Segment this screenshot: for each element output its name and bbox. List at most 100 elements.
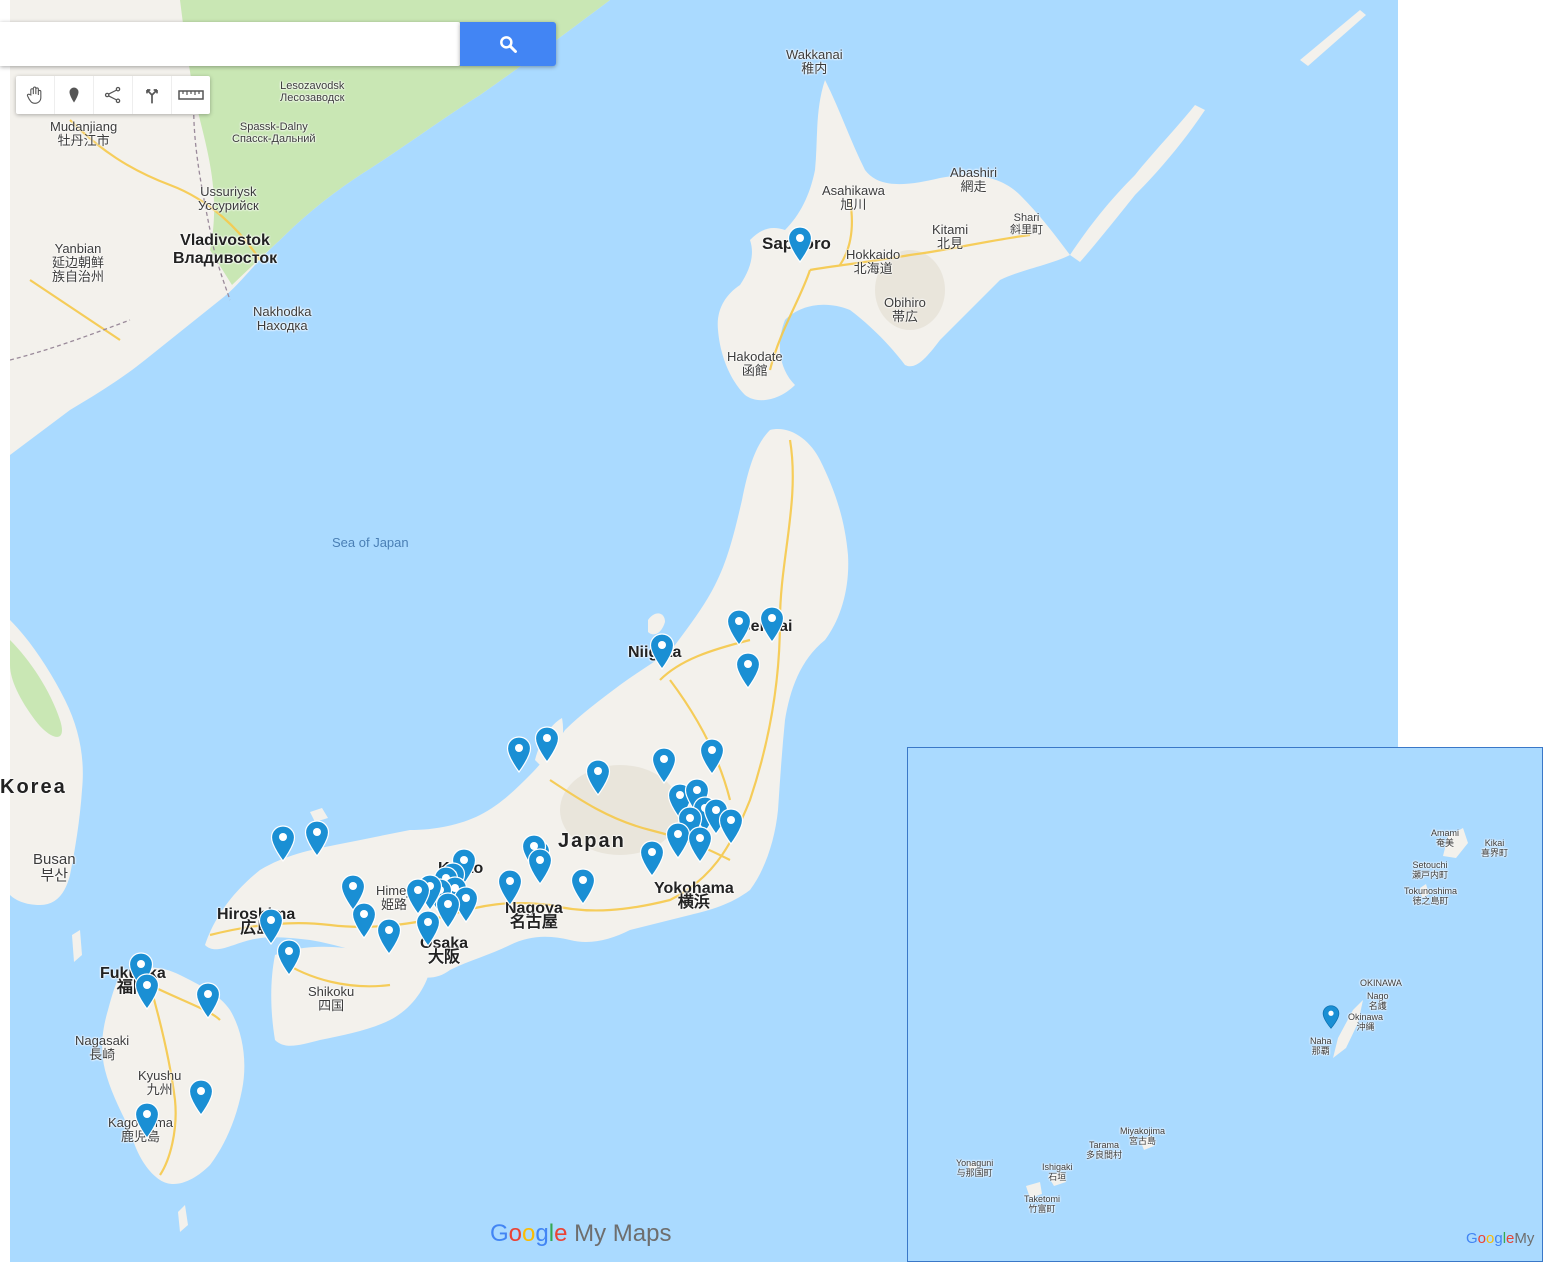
map-pin[interactable]: [276, 939, 302, 976]
map-pin[interactable]: [405, 878, 431, 915]
map-pin[interactable]: [718, 808, 744, 845]
label-kyushu: Kyushu 九州: [138, 1068, 182, 1097]
label-naha: Naha 那覇: [1310, 1036, 1332, 1056]
tool-line[interactable]: [94, 76, 133, 114]
search-box[interactable]: [0, 22, 460, 66]
label-nago: Nago 名護: [1367, 991, 1389, 1011]
map-pin[interactable]: [699, 738, 725, 775]
map-pin[interactable]: [351, 902, 377, 939]
land-kyushu: [102, 967, 245, 1185]
label-yonaguni: Yonaguni 与那国町: [956, 1158, 994, 1178]
search-input[interactable]: [10, 24, 454, 66]
label-spassk: Spassk-Dalny Спасск-Дальний: [232, 121, 316, 145]
map-pin[interactable]: [195, 982, 221, 1019]
inset-logo: GoogleMy: [1466, 1230, 1535, 1247]
land-tokunoshima: [1420, 884, 1429, 898]
map-pin[interactable]: [527, 848, 553, 885]
label-kitami: Kitami 北見: [932, 222, 969, 251]
label-yanbian: Yanbian 延边朝鲜 族自治州: [52, 241, 105, 284]
inset-pin[interactable]: [1322, 1005, 1340, 1029]
label-taketomi: Taketomi 竹富町: [1024, 1194, 1061, 1214]
land-green-korea: [10, 640, 62, 737]
land-shikoku: [271, 946, 430, 1046]
map-pin[interactable]: [188, 1079, 214, 1116]
label-lesozavodsk: Lesozavodsk Лесозаводск: [280, 80, 345, 104]
label-ishigaki: Ishigaki 石垣: [1042, 1162, 1073, 1182]
directions-icon: [146, 89, 158, 104]
google-my-maps-logo: Google My Maps: [490, 1220, 671, 1248]
label-obihiro: Obihiro 帯広: [884, 295, 926, 324]
map-pin[interactable]: [270, 825, 296, 862]
label-kikai: Kikai 喜界町: [1481, 838, 1509, 858]
mountains-hokkaido: [875, 250, 945, 330]
map-pin[interactable]: [651, 747, 677, 784]
tool-pan[interactable]: [16, 76, 55, 114]
map-pin[interactable]: [435, 892, 461, 929]
inset-land-layer: [968, 828, 1468, 1198]
borders: [10, 79, 231, 361]
label-setouchi: Setouchi 瀬戸内町: [1412, 860, 1449, 880]
map-pin[interactable]: [453, 886, 479, 923]
land-iriomote: [1026, 1182, 1042, 1198]
search-icon: [500, 36, 517, 53]
label-nagoya: Nagoya 名古屋: [505, 900, 563, 931]
tool-marker[interactable]: [55, 76, 94, 114]
label-amami: Amami 奄美: [1431, 828, 1460, 848]
map-pin[interactable]: [497, 869, 523, 906]
google-wordmark: Google: [490, 1220, 568, 1247]
map-pin[interactable]: [415, 910, 441, 947]
label-yokohama: Yokohama 横浜: [654, 880, 734, 911]
land-tanegashima: [178, 1205, 188, 1232]
mountains-central: [560, 765, 680, 855]
label-vladivostok: Vladivostok Владивосток: [173, 232, 278, 267]
label-shari: Shari 斜里町: [1010, 212, 1043, 236]
map-pin[interactable]: [134, 1102, 160, 1139]
label-ussuriysk: Ussuriysk Уссурийск: [198, 184, 259, 213]
label-asahikawa: Asahikawa 旭川: [822, 183, 885, 212]
ruler-icon: [178, 90, 204, 100]
map-pin[interactable]: [258, 908, 284, 945]
land-okinoshima: [310, 808, 328, 822]
label-korea: Korea: [0, 776, 67, 798]
label-sea-of-japan: Sea of Japan: [332, 535, 409, 550]
map-pin[interactable]: [649, 633, 675, 670]
label-wakkanai: Wakkanai 稚内: [786, 47, 843, 76]
land-hokkaido: [717, 80, 1070, 401]
label-mudanjiang: Mudanjiang 牡丹江市: [50, 119, 118, 148]
inset-my-text: My: [1514, 1230, 1535, 1247]
map-pin[interactable]: [134, 973, 160, 1010]
map-pin[interactable]: [506, 736, 532, 773]
label-abashiri: Abashiri 網走: [950, 165, 997, 194]
map-pin[interactable]: [687, 826, 713, 863]
map-pin[interactable]: [665, 822, 691, 859]
map-pin[interactable]: [639, 840, 665, 877]
land-ishigaki: [1048, 1172, 1066, 1186]
label-miyakojima: Miyakojima 宮古島: [1120, 1126, 1166, 1146]
label-okinawa-region: OKINAWA: [1360, 978, 1402, 988]
map-pin[interactable]: [787, 226, 813, 263]
inset-map-okinawa[interactable]: Amami 奄美 Kikai 喜界町 Setouchi 瀬戸内町 Tokunos…: [907, 747, 1543, 1262]
label-hiroshima: Hiroshima 広島: [217, 906, 296, 937]
line-icon: [104, 86, 121, 104]
map-pin[interactable]: [304, 820, 330, 857]
label-japan: Japan: [558, 830, 626, 852]
tool-directions[interactable]: [133, 76, 172, 114]
map-pin[interactable]: [570, 868, 596, 905]
map-pin[interactable]: [735, 652, 761, 689]
label-nagasaki: Nagasaki 長崎: [75, 1033, 130, 1062]
hand-icon: [26, 86, 42, 104]
tool-measure[interactable]: [172, 76, 210, 114]
map-pin[interactable]: [759, 606, 785, 643]
land-tsushima: [72, 930, 82, 962]
search-button[interactable]: [460, 22, 556, 66]
map-pin[interactable]: [585, 759, 611, 796]
label-nakhodka: Nakhodka Находка: [253, 304, 312, 333]
label-hokkaido: Hokkaido 北海道: [846, 247, 901, 276]
land-green-forest: [180, 0, 610, 285]
label-busan: Busan 부산: [33, 851, 76, 884]
land-sado: [648, 613, 665, 635]
map-pin[interactable]: [376, 918, 402, 955]
map-pin[interactable]: [726, 609, 752, 646]
map-pin[interactable]: [534, 726, 560, 763]
